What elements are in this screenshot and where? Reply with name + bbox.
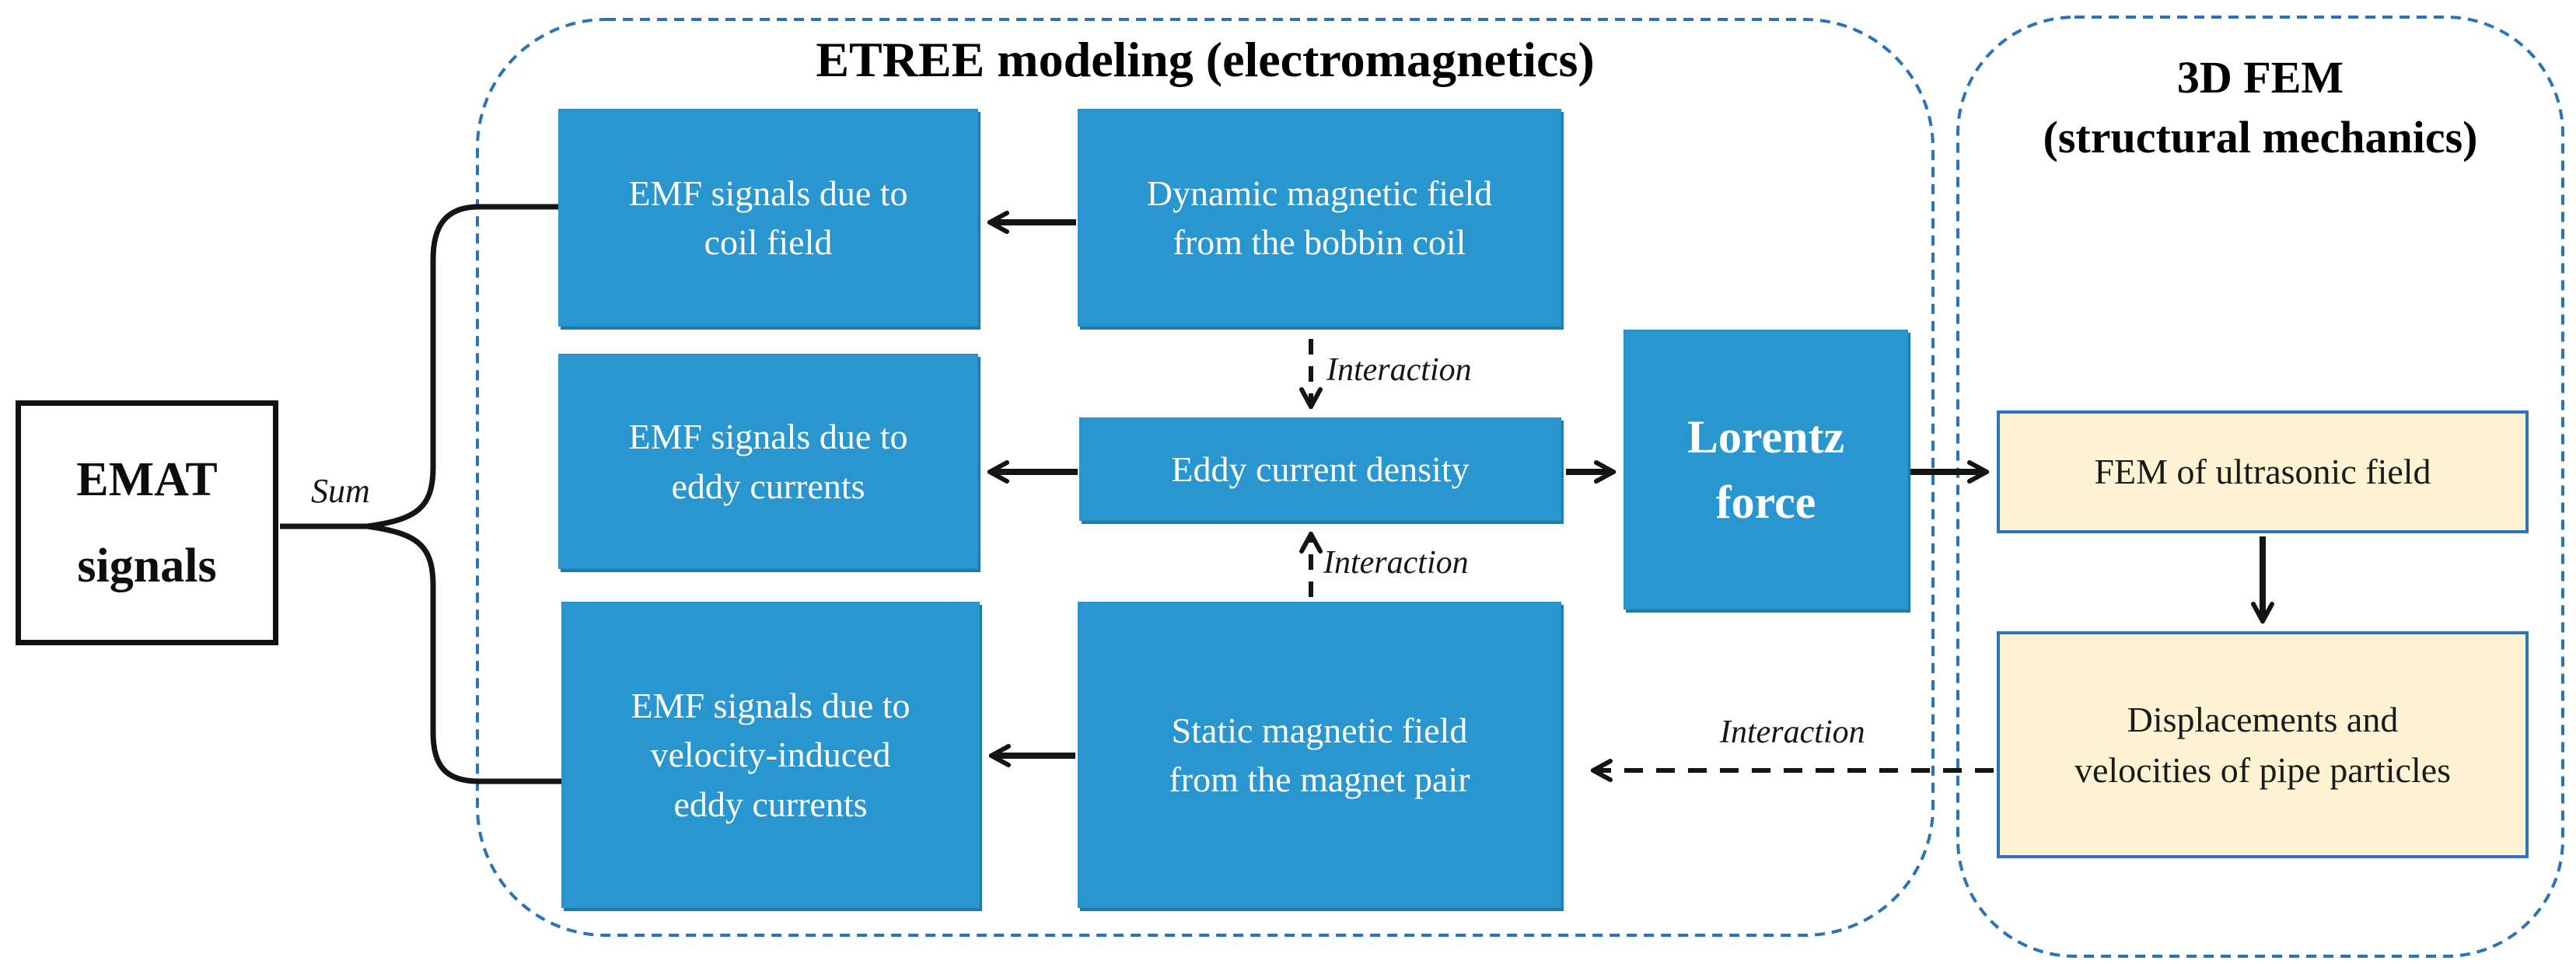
box-static-magnetic-field: Static magnetic field from the magnet pa… (1078, 602, 1561, 908)
box-eddy-current-density: Eddy current density (1079, 417, 1561, 521)
box-lorentz-force: Lorentz force (1624, 330, 1908, 609)
sum-label: Sum (311, 472, 370, 510)
interaction-label-pipe-magnet: Interaction (1720, 714, 1865, 750)
box-emf-velocity-induced: EMF signals due to velocity-induced eddy… (561, 602, 980, 908)
box-emf-eddy-currents: EMF signals due to eddy currents (558, 354, 978, 569)
fem-panel-outline (1956, 16, 2564, 958)
interaction-label-magnet-eddy: Interaction (1323, 545, 1469, 581)
box-emf-coil-field: EMF signals due to coil field (558, 109, 978, 327)
etree-panel-outline (476, 18, 1935, 937)
box-displacements-velocities: Displacements and velocities of pipe par… (1997, 631, 2529, 858)
emat-signals-box: EMAT signals (16, 400, 278, 645)
interaction-label-coil-eddy: Interaction (1326, 352, 1472, 388)
box-fem-ultrasonic-field: FEM of ultrasonic field (1997, 410, 2529, 533)
etree-panel-title: ETREE modeling (electromagnetics) (816, 32, 1595, 87)
fem-panel-title: 3D FEM (structural mechanics) (2043, 52, 2478, 162)
sum-brace (366, 204, 561, 784)
box-dynamic-magnetic-field: Dynamic magnetic field from the bobbin c… (1078, 109, 1561, 327)
